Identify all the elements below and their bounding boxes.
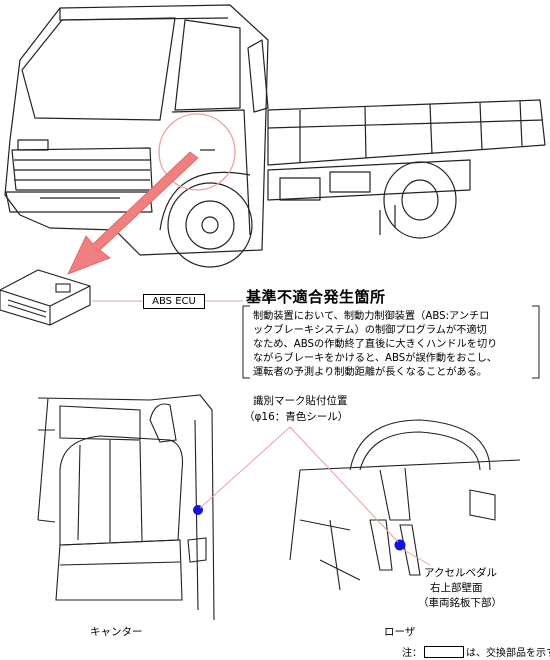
description-line: なため、ABSの作動終了直後に大きくハンドルを切り — [253, 339, 498, 350]
truck-illustration — [4, 4, 546, 268]
mark-position-subtitle: （φ16：青色シール） — [244, 411, 349, 423]
pedal-location-line-3: （車両銘板下部） — [418, 597, 502, 609]
note-prefix: 注： — [402, 648, 422, 659]
note-suffix: は、交換部品を示す。 — [466, 648, 550, 659]
replacement-part-legend-box — [424, 646, 464, 658]
abs-ecu-illustration — [0, 269, 91, 326]
pedal-location-line-2: 右上部壁面 — [430, 582, 483, 594]
arrow-icon — [67, 151, 199, 275]
description-line: 制動装置において、制動力制御装置（ABS:アンチロ — [253, 311, 490, 322]
description-line: 運転者の予測より制動距離が長くなることがある。 — [253, 367, 488, 378]
description-box: 制動装置において、制動力制御装置（ABS:アンチロ ックブレーキシステム）の制御… — [241, 304, 541, 378]
caption-rosa: ローザ — [384, 626, 416, 638]
description-line: ながらブレーキをかけると、ABSが誤作動をおこし、 — [253, 353, 497, 364]
mark-position-title: 識別マーク貼付位置 — [253, 395, 348, 407]
seal-marker-rosa — [394, 539, 406, 551]
pedal-location-line-1: アクセルペダル — [424, 567, 497, 579]
canter-interior-illustration — [37, 394, 215, 621]
description-line: ックブレーキシステム）の制御プログラムが不適切 — [253, 325, 487, 336]
rosa-interior-illustration — [289, 419, 521, 591]
legend-note: 注： は、交換部品を示す。 — [402, 644, 550, 659]
abs-ecu-label: ABS ECU — [143, 294, 205, 309]
page-heading: 基準不適合発生箇所 — [246, 288, 386, 306]
caption-canter: キャンター — [90, 626, 143, 638]
ecu-location-circle — [158, 113, 236, 191]
